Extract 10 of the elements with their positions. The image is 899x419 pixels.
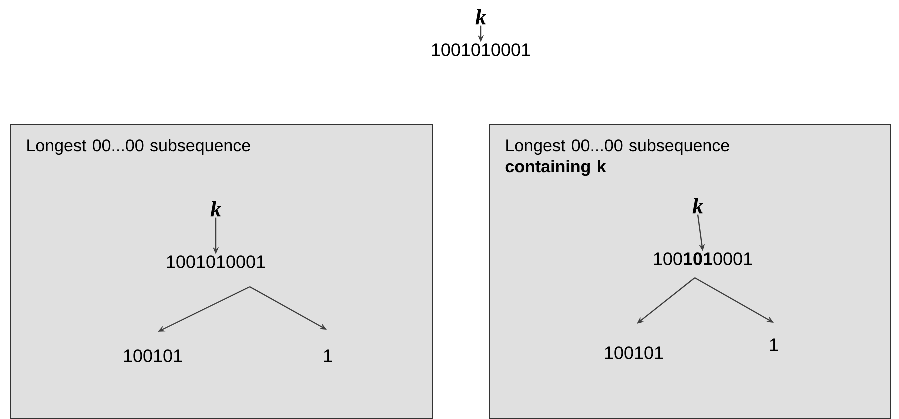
variable-label: k xyxy=(476,9,486,25)
binary-string: 100101 xyxy=(124,350,182,362)
binary-string: 1001010001 xyxy=(432,44,530,56)
variable-label: k xyxy=(692,198,704,214)
binary-string: 100101 xyxy=(605,346,664,360)
binary-string: 1001010001 xyxy=(654,252,752,266)
binary-string: 1 xyxy=(324,350,332,362)
binary-string: 1001010001 xyxy=(167,256,266,268)
variable-label: k xyxy=(210,201,222,217)
binary-string: 1 xyxy=(770,338,778,352)
